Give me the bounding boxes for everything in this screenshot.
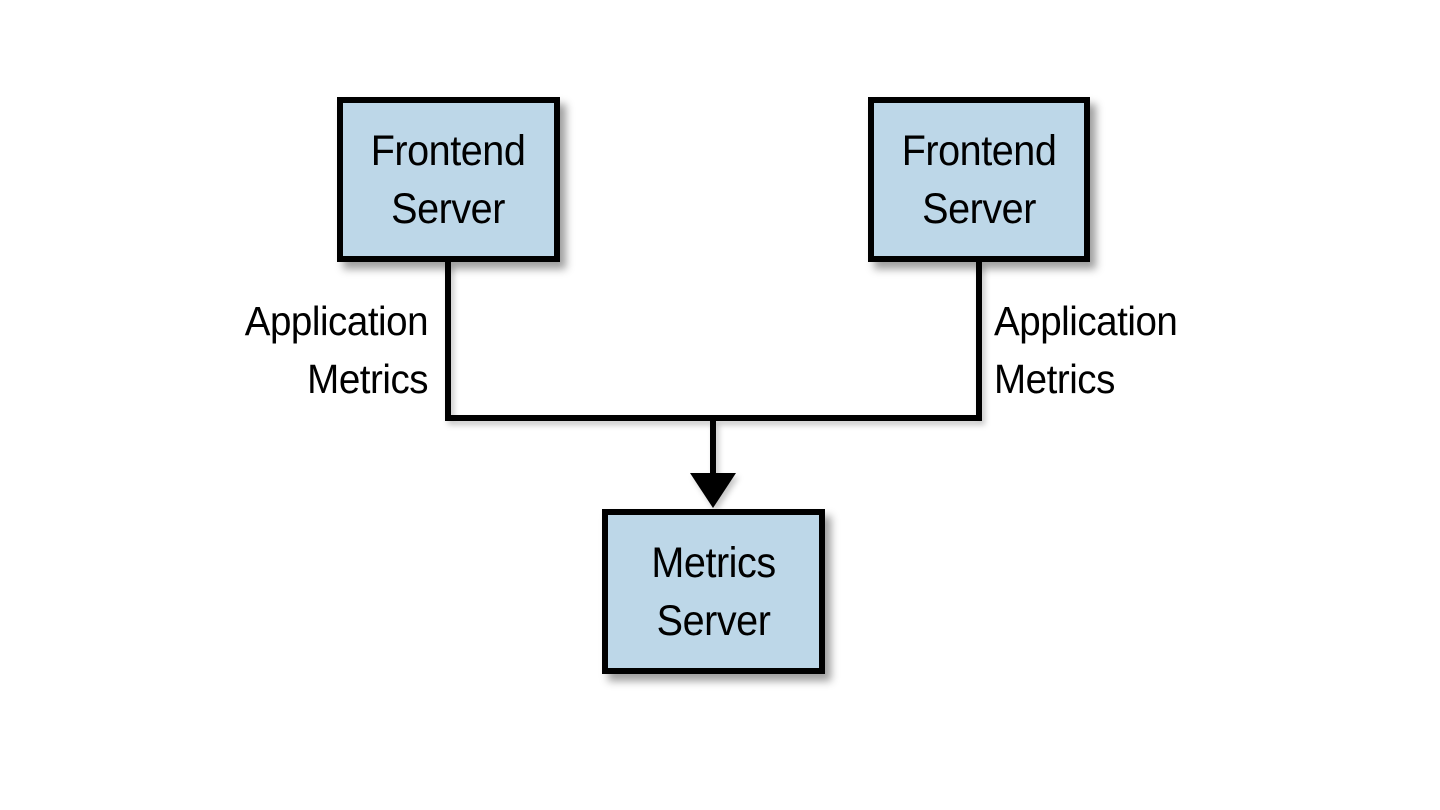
node-frontend-server-right: Frontend Server — [868, 97, 1090, 262]
edge-label-application-metrics-right: Application Metrics — [994, 298, 1178, 402]
node-label: Frontend Server — [901, 126, 1057, 233]
edge-line-frontend-right-to-junction — [713, 262, 982, 421]
node-label: Metrics Server — [651, 538, 776, 645]
edge-line-frontend-left-to-junction — [445, 262, 713, 421]
arrowhead-icon — [690, 473, 736, 508]
node-label: Frontend Server — [371, 126, 526, 233]
edge-label-application-metrics-left: Application Metrics — [244, 298, 429, 402]
node-frontend-server-left: Frontend Server — [337, 97, 560, 262]
node-metrics-server: Metrics Server — [602, 509, 825, 674]
